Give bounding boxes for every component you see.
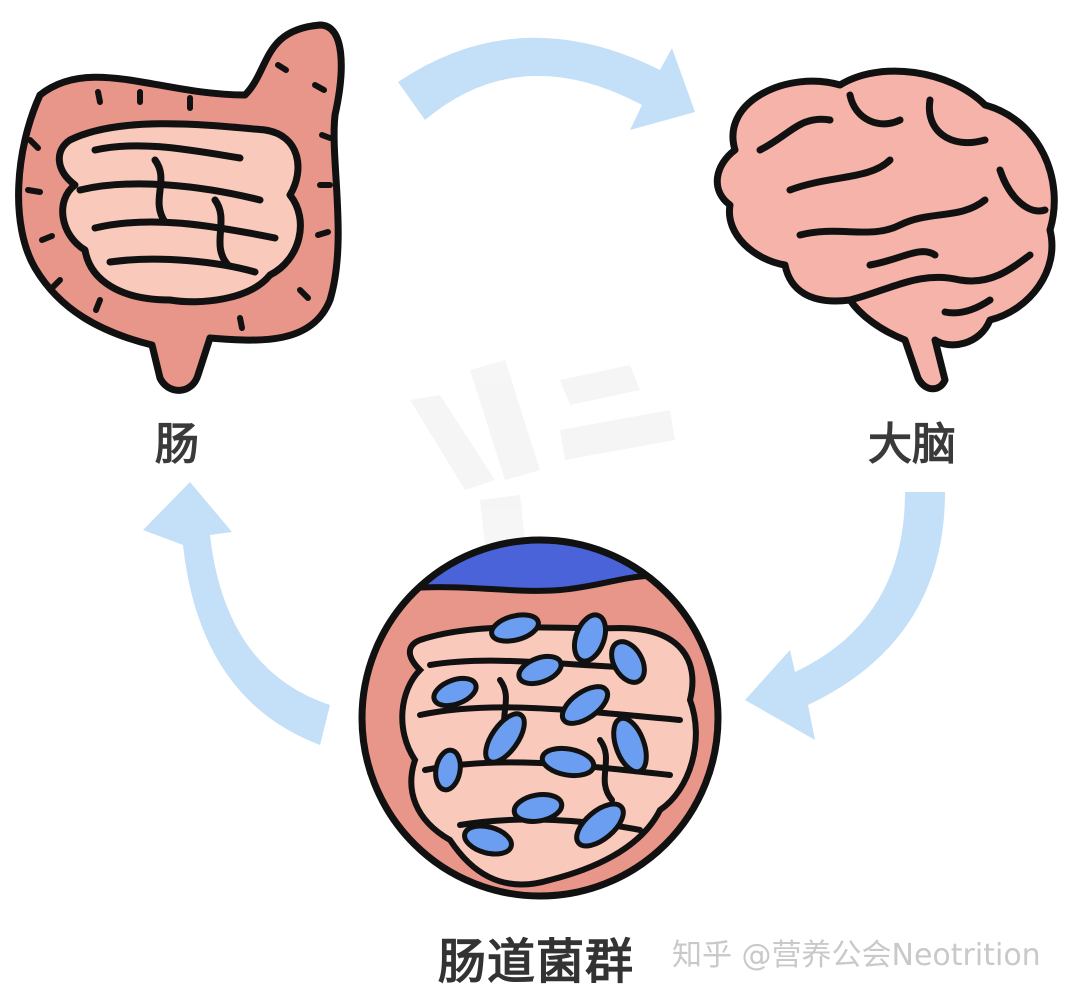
arrow-brain-to-microbiota bbox=[745, 492, 945, 740]
brain-icon bbox=[713, 67, 1058, 393]
logo-watermark-icon bbox=[410, 360, 675, 545]
arrow-gut-to-brain bbox=[398, 37, 695, 130]
arrow-microbiota-to-gut bbox=[143, 482, 330, 745]
gut-bacteria-icon bbox=[358, 536, 722, 900]
brain-label: 大脑 bbox=[868, 419, 956, 470]
microbiota-label: 肠道菌群 bbox=[438, 934, 635, 990]
intestine-icon bbox=[15, 21, 345, 394]
gut-label: 肠 bbox=[155, 419, 199, 470]
watermark-text: 知乎 @营养公会Neotrition bbox=[672, 938, 1041, 973]
